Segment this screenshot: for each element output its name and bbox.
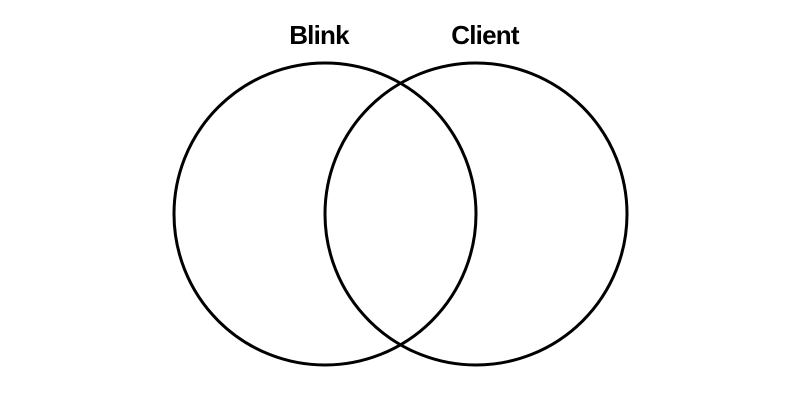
left-set-circle: [172, 61, 478, 367]
right-set-circle: [323, 61, 629, 367]
right-set-label: Client: [451, 20, 519, 50]
left-set-label: Blink: [289, 20, 349, 50]
